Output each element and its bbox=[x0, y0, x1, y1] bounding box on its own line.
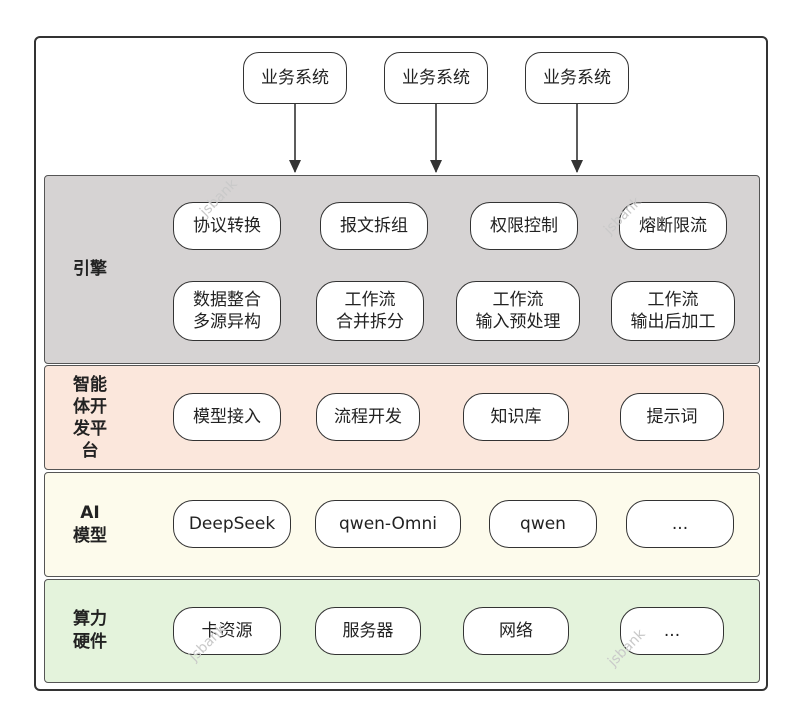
node-more-hardware: ... bbox=[620, 607, 724, 655]
node-qwen: qwen bbox=[489, 500, 597, 548]
node-more-models: ... bbox=[626, 500, 734, 548]
node-qwen-omni: qwen-Omni bbox=[315, 500, 461, 548]
layer-agent-platform-label: 智能 体开 发平 台 bbox=[73, 374, 107, 461]
node-message-split: 报文拆组 bbox=[320, 202, 428, 250]
layer-engine-label: 引擎 bbox=[73, 259, 107, 279]
layer-compute-hardware-label: 算力 硬件 bbox=[73, 609, 107, 652]
node-card-resource: 卡资源 bbox=[173, 607, 281, 655]
node-network: 网络 bbox=[463, 607, 569, 655]
node-workflow-merge-split: 工作流 合并拆分 bbox=[316, 281, 424, 341]
node-permission-control: 权限控制 bbox=[470, 202, 578, 250]
node-prompt: 提示词 bbox=[620, 393, 724, 441]
arrow-3-head bbox=[571, 160, 583, 173]
node-deepseek: DeepSeek bbox=[173, 500, 291, 548]
node-protocol-conversion: 协议转换 bbox=[173, 202, 281, 250]
node-model-access: 模型接入 bbox=[173, 393, 281, 441]
node-server: 服务器 bbox=[315, 607, 421, 655]
node-flow-dev: 流程开发 bbox=[316, 393, 420, 441]
arrow-1-head bbox=[289, 160, 301, 173]
business-system-1: 业务系统 bbox=[243, 52, 347, 104]
business-system-2: 业务系统 bbox=[384, 52, 488, 104]
node-circuit-breaker: 熔断限流 bbox=[619, 202, 727, 250]
node-data-integration: 数据整合 多源异构 bbox=[173, 281, 281, 341]
arrow-2-head bbox=[430, 160, 442, 173]
node-knowledge-base: 知识库 bbox=[463, 393, 569, 441]
node-workflow-preprocess: 工作流 输入预处理 bbox=[456, 281, 580, 341]
node-workflow-postprocess: 工作流 输出后加工 bbox=[611, 281, 735, 341]
layer-ai-model-label: AI 模型 bbox=[73, 502, 107, 546]
diagram-frame bbox=[34, 36, 768, 691]
business-system-3: 业务系统 bbox=[525, 52, 629, 104]
